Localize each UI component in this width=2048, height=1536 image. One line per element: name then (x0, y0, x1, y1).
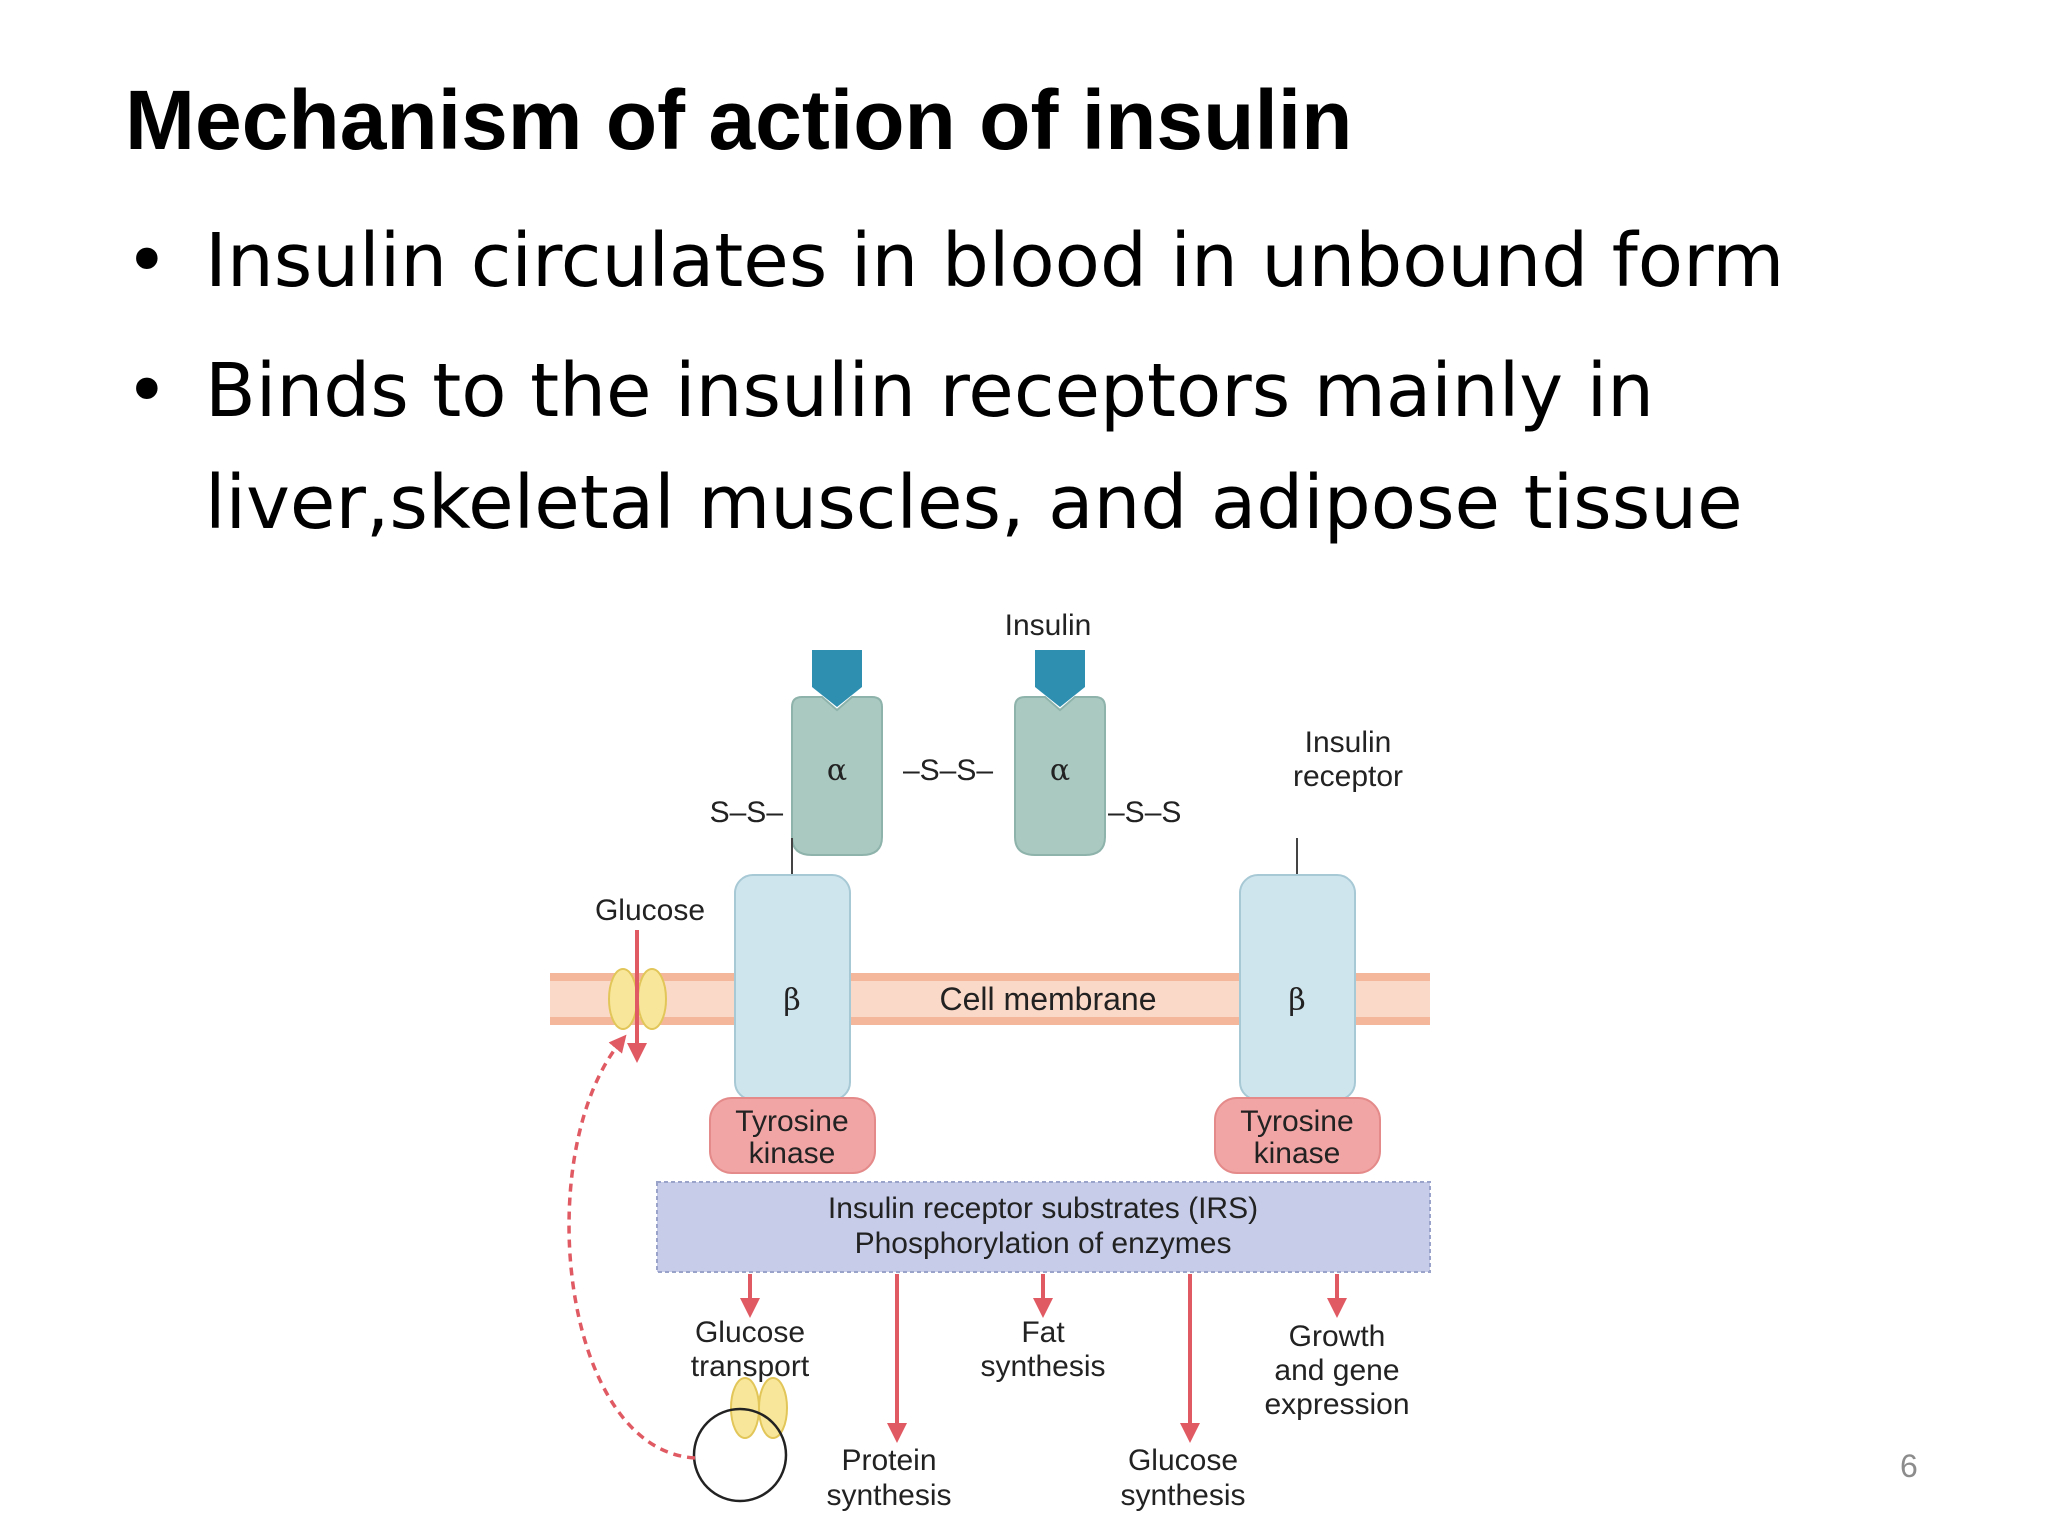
out-glucose-synthesis-line2: synthesis (1120, 1479, 1245, 1512)
insulin-receptor-label-line1: Insulin (1305, 726, 1392, 759)
insulin-molecule-left (812, 650, 862, 707)
out-growth-line3: expression (1264, 1388, 1409, 1421)
out-protein-line1: Protein (841, 1444, 936, 1477)
tyrosine-kinase-left-line1: Tyrosine (735, 1105, 848, 1138)
out-glucose-synthesis-line1: Glucose (1128, 1444, 1238, 1477)
disulfide-bond-left: S–S– (710, 796, 784, 829)
bullet-item: • Insulin circulates in blood in unbound… (125, 205, 1975, 317)
bullet-text: Insulin circulates in blood in unbound f… (205, 218, 1785, 304)
insulin-molecule-right (1035, 650, 1085, 707)
bullet-marker: • (125, 218, 169, 304)
disulfide-bond-center: –S–S– (903, 754, 993, 787)
slide-title: Mechanism of action of insulin (125, 73, 1353, 167)
irs-line1: Insulin receptor substrates (IRS) (828, 1192, 1258, 1225)
bullet-item: • Binds to the insulin receptors mainly … (125, 335, 1975, 559)
bullet-marker: • (125, 348, 169, 434)
alpha-label-right: α (1050, 753, 1070, 788)
out-growth-line1: Growth (1289, 1320, 1386, 1353)
tyrosine-kinase-right-line1: Tyrosine (1240, 1105, 1353, 1138)
out-growth-line2: and gene (1274, 1354, 1399, 1387)
bullet-text: Binds to the insulin receptors mainly in… (205, 348, 1743, 546)
transporter-translocation-arrow (567, 1034, 696, 1460)
tyrosine-kinase-left (709, 1097, 876, 1174)
insulin-mechanism-diagram: Cell membrane Insulin α α –S–S– S–S– –S–… (550, 609, 1431, 1512)
insulin-label: Insulin (1005, 609, 1092, 642)
out-fat-line2: synthesis (980, 1350, 1105, 1383)
glucose-transporter-membrane (608, 968, 667, 1030)
irs-line2: Phosphorylation of enzymes (855, 1227, 1232, 1260)
glucose-transporter-vesicle (692, 1377, 788, 1503)
tyrosine-kinase-right-line2: kinase (1254, 1137, 1341, 1170)
insulin-receptor-label-line2: receptor (1293, 760, 1403, 793)
page-number: 6 (1900, 1448, 1918, 1484)
tyrosine-kinase-left-line2: kinase (749, 1137, 836, 1170)
out-glucose-transport-line2: transport (691, 1350, 810, 1383)
disulfide-bond-right: –S–S (1108, 796, 1181, 829)
beta-label-left: β (783, 983, 800, 1018)
irs-box (656, 1181, 1431, 1273)
alpha-label-left: α (827, 753, 847, 788)
out-fat-line1: Fat (1021, 1316, 1065, 1349)
alpha-subunit-left (791, 696, 883, 856)
tyrosine-kinase-right (1214, 1097, 1381, 1174)
out-glucose-transport-line1: Glucose (695, 1316, 805, 1349)
out-protein-line2: synthesis (826, 1479, 951, 1512)
alpha-subunit-right (1014, 696, 1106, 856)
cell-membrane-label: Cell membrane (940, 981, 1157, 1017)
bullet-list: • Insulin circulates in blood in unbound… (125, 205, 1975, 577)
glucose-label: Glucose (595, 894, 705, 927)
beta-label-right: β (1288, 983, 1305, 1018)
